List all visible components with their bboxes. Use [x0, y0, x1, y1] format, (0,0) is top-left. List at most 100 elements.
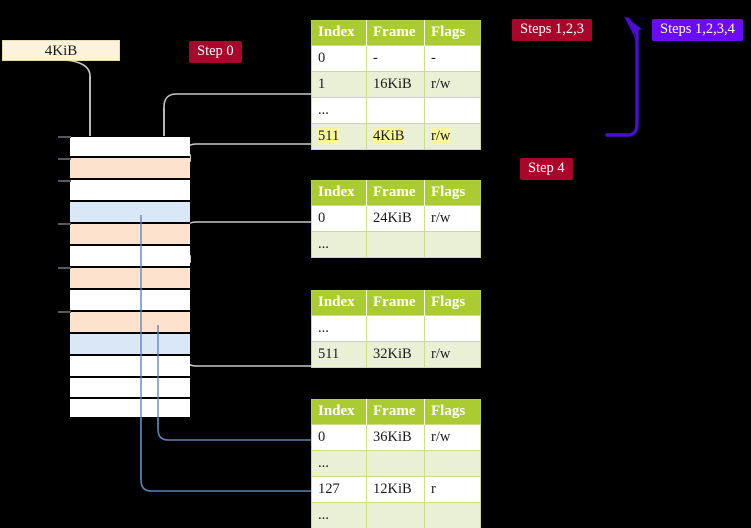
cell-index: 0	[311, 424, 367, 451]
cell-flags: r	[424, 476, 481, 503]
cell-frame	[366, 502, 425, 528]
table-row: ...	[311, 231, 481, 258]
badge-steps-1234: Steps 1,2,3,4	[652, 19, 743, 41]
tick-mark	[58, 223, 71, 225]
table-header-row: Index Frame Flags	[311, 399, 481, 425]
col-header-index: Index	[311, 180, 367, 206]
pdpt-row0-connector	[183, 221, 312, 263]
cell-index: ...	[311, 450, 367, 477]
pd-row511-connector	[177, 322, 312, 367]
table-row: 0 24KiB r/w	[311, 205, 481, 232]
memory-row	[70, 157, 190, 179]
cell-frame	[366, 450, 425, 477]
col-header-flags: Flags	[424, 20, 481, 46]
memory-row	[70, 201, 190, 223]
table-row: 0 36KiB r/w	[311, 424, 481, 451]
col-header-frame: Frame	[366, 20, 425, 46]
col-header-frame: Frame	[366, 180, 425, 206]
cell-flags-value: r/w	[431, 127, 451, 144]
table-header-row: Index Frame Flags	[311, 20, 481, 46]
tick-mark	[58, 180, 71, 182]
tick-mark	[58, 158, 71, 160]
table-row-highlighted: 511 4KiB r/w	[311, 123, 481, 150]
table-header-row: Index Frame Flags	[311, 180, 481, 206]
cell-index: 127	[311, 476, 367, 503]
col-header-index: Index	[311, 20, 367, 46]
cell-frame	[366, 231, 425, 258]
badge-steps-123: Steps 1,2,3	[512, 19, 593, 41]
cell-index: 0	[311, 45, 367, 72]
table-row: ...	[311, 450, 481, 477]
tick-mark	[58, 311, 71, 313]
size-label-4kib: 4KiB	[2, 40, 120, 61]
page-table-pt: Index Frame Flags 0 36KiB r/w ... 127 12…	[311, 399, 481, 528]
cell-flags: r/w	[424, 341, 481, 368]
steps-bracket-arrow	[605, 16, 642, 137]
size-label-leader	[59, 59, 97, 152]
table-header-row: Index Frame Flags	[311, 290, 481, 316]
cell-frame: 16KiB	[366, 71, 425, 98]
table-row: 1 16KiB r/w	[311, 71, 481, 98]
cell-frame: -	[366, 45, 425, 72]
col-header-index: Index	[311, 399, 367, 425]
cell-index: 0	[311, 205, 367, 232]
table-row: ...	[311, 502, 481, 528]
memory-row	[70, 377, 190, 398]
cell-index: ...	[311, 315, 367, 342]
cell-flags	[424, 231, 481, 258]
memory-row	[70, 355, 190, 377]
memory-row	[70, 311, 190, 333]
table-row: 511 32KiB r/w	[311, 341, 481, 368]
cell-flags: r/w	[424, 424, 481, 451]
tick-mark	[58, 136, 71, 138]
cell-frame: 4KiB	[366, 123, 425, 150]
cell-flags: r/w	[424, 205, 481, 232]
badge-step-4: Step 4	[520, 158, 573, 180]
badge-step-0: Step 0	[189, 41, 242, 63]
cell-frame	[366, 315, 425, 342]
cell-frame: 12KiB	[366, 476, 425, 503]
cell-frame	[366, 97, 425, 124]
tick-mark	[58, 267, 71, 269]
cell-index: 511	[311, 123, 367, 150]
cell-frame: 36KiB	[366, 424, 425, 451]
cell-frame: 32KiB	[366, 341, 425, 368]
table-row: ...	[311, 315, 481, 342]
cell-frame: 24KiB	[366, 205, 425, 232]
memory-row	[70, 245, 190, 267]
col-header-flags: Flags	[424, 399, 481, 425]
memory-row	[70, 267, 190, 289]
table-row: 0 - -	[311, 45, 481, 72]
cell-flags: r/w	[424, 71, 481, 98]
cell-flags	[424, 315, 481, 342]
cell-frame-value: 4KiB	[373, 127, 405, 144]
memory-row	[70, 136, 190, 157]
col-header-flags: Flags	[424, 180, 481, 206]
cell-index: ...	[311, 97, 367, 124]
cell-index: 1	[311, 71, 367, 98]
col-header-flags: Flags	[424, 290, 481, 316]
cell-flags: r/w	[424, 123, 481, 150]
page-table-pdpt: Index Frame Flags 0 24KiB r/w ...	[311, 180, 481, 258]
cell-flags	[424, 97, 481, 124]
col-header-index: Index	[311, 290, 367, 316]
cell-index: ...	[311, 231, 367, 258]
cell-flags	[424, 502, 481, 528]
cell-index-value: 511	[318, 127, 340, 144]
table-row: 127 12KiB r	[311, 476, 481, 503]
table-row: ...	[311, 97, 481, 124]
cell-index: ...	[311, 502, 367, 528]
col-header-frame: Frame	[366, 399, 425, 425]
memory-row	[70, 289, 190, 311]
cell-flags	[424, 450, 481, 477]
page-table-pml4: Index Frame Flags 0 - - 1 16KiB r/w ...	[311, 20, 481, 150]
cell-flags: -	[424, 45, 481, 72]
memory-row	[70, 223, 190, 245]
col-header-frame: Frame	[366, 290, 425, 316]
memory-rows-container	[70, 136, 190, 418]
pml4-row511-connector	[183, 143, 312, 162]
memory-row	[70, 398, 190, 418]
memory-row	[70, 333, 190, 355]
cell-index: 511	[311, 341, 367, 368]
